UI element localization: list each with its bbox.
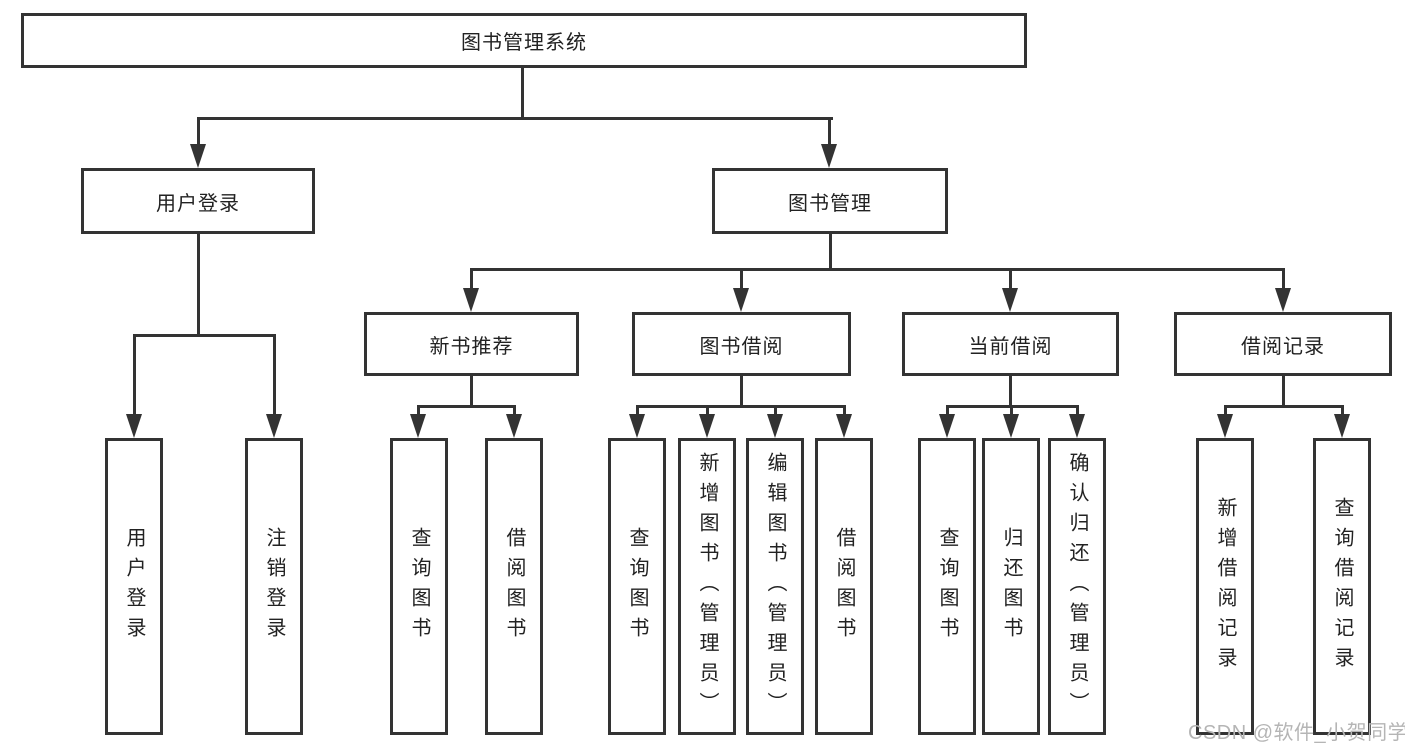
- leaf-label: 借阅图书: [833, 526, 855, 647]
- connector-line: [706, 405, 709, 417]
- arrow-down-icon: [821, 144, 837, 168]
- leaf-label: 注销登录: [263, 526, 285, 647]
- arrow-down-icon: [266, 414, 282, 438]
- node-book-management: 图书管理: [712, 168, 948, 234]
- leaf-label: 查询借阅记录: [1331, 496, 1353, 677]
- csdn-watermark: CSDN @软件_小贺同学: [1188, 722, 1405, 744]
- arrow-down-icon: [190, 144, 206, 168]
- leaf-logout: 注销登录: [245, 438, 303, 735]
- arrow-down-icon: [126, 414, 142, 438]
- node-borrowing-records: 借阅记录: [1174, 312, 1392, 376]
- node-user-login: 用户登录: [81, 168, 315, 234]
- connector-line: [946, 405, 949, 417]
- leaf-borrow-books-borrowing: 借阅图书: [815, 438, 873, 735]
- connector-line: [636, 405, 846, 408]
- leaf-label: 确认归还（管理员）: [1066, 451, 1088, 722]
- connector-line: [470, 268, 1285, 271]
- leaf-edit-books-admin: 编辑图书（管理员）: [746, 438, 804, 735]
- connector-line: [470, 268, 473, 290]
- arrow-down-icon: [1002, 288, 1018, 312]
- leaf-add-borrow-record: 新增借阅记录: [1196, 438, 1254, 735]
- connector-line: [197, 117, 200, 147]
- root-node-label: 图书管理系统: [461, 32, 587, 54]
- connector-line: [521, 65, 524, 120]
- connector-line: [1009, 375, 1012, 407]
- node-new-book-recommendation: 新书推荐: [364, 312, 579, 376]
- node-label: 图书管理: [788, 192, 872, 215]
- arrow-down-icon: [506, 414, 522, 438]
- connector-line: [417, 405, 516, 408]
- connector-line: [133, 334, 276, 337]
- connector-line: [774, 405, 777, 417]
- arrow-down-icon: [463, 288, 479, 312]
- connector-line: [1224, 405, 1227, 417]
- leaf-return-books: 归还图书: [982, 438, 1040, 735]
- connector-line: [1224, 405, 1344, 408]
- node-label: 借阅记录: [1241, 335, 1325, 358]
- connector-line: [1010, 405, 1013, 417]
- leaf-borrow-books-recommend: 借阅图书: [485, 438, 543, 735]
- leaf-query-books-current: 查询图书: [918, 438, 976, 735]
- arrow-down-icon: [1069, 414, 1085, 438]
- connector-line: [740, 268, 743, 290]
- connector-line: [829, 234, 832, 271]
- connector-line: [1341, 405, 1344, 417]
- arrow-down-icon: [767, 414, 783, 438]
- connector-line: [470, 375, 473, 407]
- leaf-query-books-recommend: 查询图书: [390, 438, 448, 735]
- connector-line: [1282, 268, 1285, 290]
- connector-line: [828, 117, 831, 147]
- node-current-borrowing: 当前借阅: [902, 312, 1119, 376]
- connector-line: [197, 117, 833, 120]
- leaf-label: 查询图书: [408, 526, 430, 647]
- leaf-confirm-return-admin: 确认归还（管理员）: [1048, 438, 1106, 735]
- arrow-down-icon: [410, 414, 426, 438]
- node-label: 新书推荐: [429, 335, 514, 358]
- connector-line: [1282, 375, 1285, 407]
- leaf-label: 借阅图书: [503, 526, 525, 647]
- arrow-down-icon: [836, 414, 852, 438]
- leaf-label: 归还图书: [1000, 526, 1022, 647]
- leaf-label: 用户登录: [123, 526, 145, 647]
- arrow-down-icon: [1275, 288, 1291, 312]
- connector-line: [740, 375, 743, 407]
- connector-line: [843, 405, 846, 417]
- node-label: 图书借阅: [699, 335, 784, 358]
- arrow-down-icon: [1217, 414, 1233, 438]
- connector-line: [133, 334, 136, 418]
- arrow-down-icon: [1003, 414, 1019, 438]
- arrow-down-icon: [939, 414, 955, 438]
- arrow-down-icon: [629, 414, 645, 438]
- node-label: 当前借阅: [968, 335, 1053, 358]
- leaf-label: 新增图书（管理员）: [696, 451, 718, 722]
- leaf-add-books-admin: 新增图书（管理员）: [678, 438, 736, 735]
- leaf-user-login: 用户登录: [105, 438, 163, 735]
- root-node-library-management-system: 图书管理系统: [21, 13, 1027, 68]
- connector-line: [1009, 268, 1012, 290]
- connector-line: [513, 405, 516, 417]
- leaf-label: 查询图书: [936, 526, 958, 647]
- arrow-down-icon: [1334, 414, 1350, 438]
- leaf-query-books-borrowing: 查询图书: [608, 438, 666, 735]
- leaf-query-borrow-record: 查询借阅记录: [1313, 438, 1371, 735]
- connector-line: [1076, 405, 1079, 417]
- connector-line: [636, 405, 639, 417]
- connector-line: [417, 405, 420, 417]
- arrow-down-icon: [733, 288, 749, 312]
- node-book-borrowing: 图书借阅: [632, 312, 851, 376]
- connector-line: [273, 334, 276, 418]
- connector-line: [197, 234, 200, 337]
- leaf-label: 新增借阅记录: [1214, 496, 1236, 677]
- node-label: 用户登录: [156, 192, 240, 215]
- leaf-label: 查询图书: [626, 526, 648, 647]
- leaf-label: 编辑图书（管理员）: [764, 451, 786, 722]
- arrow-down-icon: [699, 414, 715, 438]
